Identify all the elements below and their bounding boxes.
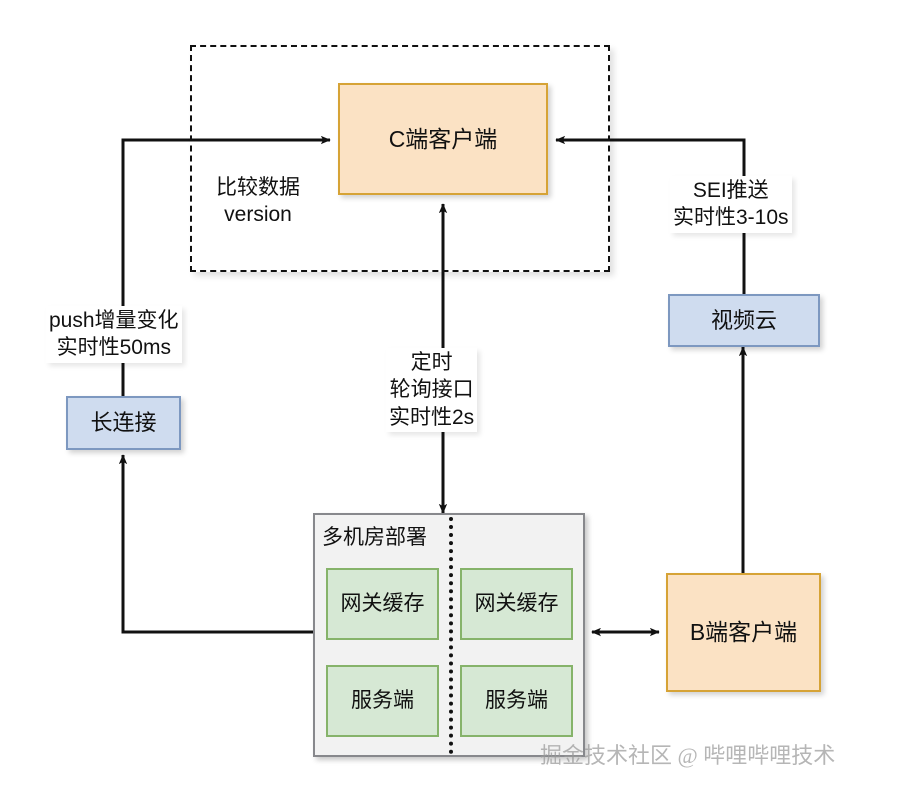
watermark-text: 掘金技术社区 @ 哔哩哔哩技术 — [540, 743, 836, 768]
node-server-right[interactable]: 服务端 — [460, 665, 573, 737]
node-c-client[interactable]: C端客户端 — [338, 83, 548, 195]
edge-label-push-delta: push增量变化 实时性50ms — [46, 306, 182, 363]
edge-label-sei-push-line1: SEI推送 — [692, 179, 769, 202]
edge-label-polling-line1: 定时 — [410, 351, 453, 374]
node-b-client-label: B端客户端 — [689, 619, 798, 646]
edge-label-compare-version-line2: version — [224, 203, 292, 227]
idc-vertical-divider — [449, 517, 453, 754]
node-gateway-cache-left-label: 网关缓存 — [340, 591, 425, 615]
edge-label-polling: 定时 轮询接口 实时性2s — [386, 348, 478, 432]
node-gateway-cache-right[interactable]: 网关缓存 — [460, 568, 573, 640]
edge-label-polling-line2: 轮询接口 — [389, 378, 474, 402]
edge-label-sei-push-line2: 实时性3-10s — [673, 206, 789, 230]
edge-idc-to-longconnection — [118, 454, 313, 634]
node-long-connection[interactable]: 长连接 — [66, 396, 181, 450]
node-c-client-label: C端客户端 — [388, 125, 498, 152]
node-long-connection-label: 长连接 — [90, 410, 157, 436]
edge-label-sei-push: SEI推送 实时性3-10s — [670, 176, 792, 233]
node-b-client[interactable]: B端客户端 — [666, 573, 821, 692]
node-gateway-cache-right-label: 网关缓存 — [474, 591, 559, 615]
edge-label-push-delta-line2: 实时性50ms — [56, 336, 171, 360]
node-gateway-cache-left[interactable]: 网关缓存 — [326, 568, 439, 640]
edge-label-polling-line3: 实时性2s — [389, 405, 475, 429]
node-server-left[interactable]: 服务端 — [326, 665, 439, 737]
node-video-cloud[interactable]: 视频云 — [668, 294, 820, 347]
node-server-left-label: 服务端 — [351, 688, 414, 712]
edge-label-compare-version: 比较数据 version — [213, 173, 303, 230]
node-video-cloud-label: 视频云 — [710, 307, 777, 333]
node-multi-idc-label: 多机房部署 — [322, 526, 427, 549]
node-server-right-label: 服务端 — [485, 688, 548, 712]
edge-label-compare-version-line1: 比较数据 — [216, 176, 300, 199]
edge-label-push-delta-line1: push增量变化 — [49, 309, 179, 332]
